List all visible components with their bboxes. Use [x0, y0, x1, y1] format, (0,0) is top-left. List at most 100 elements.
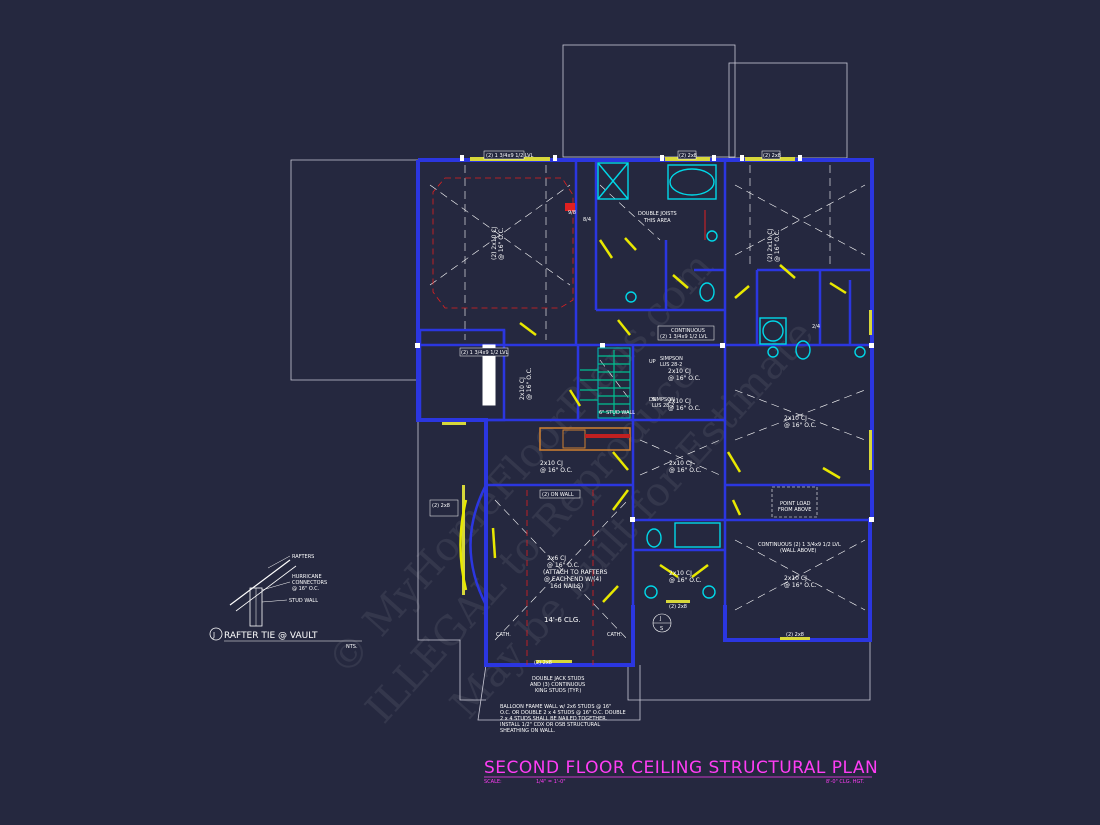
simpson-2-a: SIMPSON: [652, 397, 675, 403]
balloon-note-4: INSTALL 1/2" CDX OR OSB STRUCTURAL: [500, 722, 600, 728]
simpson-2-b: LUS 28-2: [652, 403, 674, 409]
continuous-top-2: (2) 1 3/4x9 1/2 LVL: [660, 334, 708, 340]
simpson-1-a: SIMPSON: [660, 356, 683, 362]
column-posts: [415, 155, 874, 522]
ceiling-height-note: 14'-6 CLG.: [544, 616, 580, 624]
detail-marker: J: [212, 631, 215, 639]
detail-label-rafters: RAFTERS: [292, 554, 314, 560]
cj-callout-c-1: 2x10 CJ: [519, 377, 526, 400]
continuous-right-2: (WALL ABOVE): [780, 548, 816, 554]
cj-callout-h-1: 2x10 CJ: [540, 460, 563, 467]
toilet: [646, 528, 662, 548]
cj-callout-f-2: @ 16" O.C.: [784, 422, 817, 429]
cj-callout-a-1: (2) 2x10 CJ: [491, 226, 498, 260]
balloon-note-5: SHEATHING ON WALL.: [500, 728, 556, 734]
cj-callout-h-2: @ 16" O.C.: [540, 467, 573, 474]
vault-callout-4: @ EACH END W/(4): [544, 576, 602, 583]
sink: [625, 291, 637, 303]
rafter-tie-detail: RAFTERS HURRICANE CONNECTORS @ 16" O.C. …: [209, 554, 362, 650]
kitchenette-counter: [539, 427, 631, 451]
detail-label-hurricane: HURRICANE: [292, 574, 322, 580]
header-mid-left: (2) 1 3/4x9 1/2 LVL: [461, 350, 509, 356]
cj-callout-a-2: @ 16" O.C.: [498, 227, 505, 260]
ratio-1: 8/4: [583, 217, 591, 223]
scale-label: SCALE:: [484, 779, 502, 785]
tub: [669, 168, 715, 196]
header-center: (2) 2x8: [669, 604, 687, 610]
continuous-top-1: CONTINUOUS: [671, 328, 705, 334]
stairs: [580, 347, 631, 419]
tub: [759, 317, 787, 345]
drawing-title: SECOND FLOOR CEILING STRUCTURAL PLAN: [484, 758, 878, 778]
point-load-1: POINT LOAD: [780, 501, 811, 507]
point-load-2: FROM ABOVE: [778, 507, 811, 513]
header-bottom-right: (2) 2x8: [786, 632, 804, 638]
header-labels: (2) 1 3/4x9 1/2 LVL (2) 2x8 (2) 2x8 (2) …: [429, 150, 804, 666]
detail-label-spacing: @ 16" O.C.: [292, 586, 320, 592]
detail-nts: NTS.: [346, 644, 358, 650]
cj-callout-i-1: 2x10 CJ: [669, 570, 692, 577]
section-marker-sheet: S: [660, 626, 663, 632]
fixtures: [539, 162, 866, 599]
stud-wall-note: 6" STUD WALL: [599, 410, 635, 416]
cj-callout-c-2: @ 16" O.C.: [526, 367, 533, 400]
joist-callouts: (2) 2x10 CJ @ 16" O.C. (2) 2x10 CJ @ 16"…: [491, 226, 817, 590]
header-top-right: (2) 2x8: [763, 153, 781, 159]
double-jack-2: AND (3) CONTINUOUS: [530, 682, 585, 688]
detail-title: RAFTER TIE @ VAULT: [224, 631, 318, 641]
cj-callout-f-1: 2x10 CJ: [784, 415, 807, 422]
red-marker: [565, 203, 575, 211]
header-on-wall: (2) ON WALL: [542, 492, 574, 498]
header-vault-side: (2) 2x8: [432, 503, 450, 509]
stair-up: UP: [649, 359, 656, 365]
header-top-left: (2) 1 3/4x9 1/2 LVL: [486, 153, 534, 159]
double-jack-1: DOUBLE JACK STUDS: [532, 676, 584, 682]
vault-callout-2: @ 16" O.C.: [547, 562, 580, 569]
shower: [597, 162, 629, 200]
balloon-note-2: O.C. OR DOUBLE 2 x 4 STUDS @ 16" O.C. DO…: [500, 710, 626, 716]
cj-callout-e-2: @ 16" O.C.: [668, 405, 701, 412]
tub: [674, 522, 721, 548]
cj-callout-i-2: @ 16" O.C.: [669, 577, 702, 584]
vault-lines: [432, 177, 706, 665]
title-block: SECOND FLOOR CEILING STRUCTURAL PLAN SCA…: [484, 758, 878, 785]
cj-callout-d-1: 2x10 CJ: [668, 368, 691, 375]
cj-callout-i2-1: 2x10 CJ: [784, 575, 807, 582]
stair-down: DN: [649, 397, 657, 403]
cj-callout-i2-2: @ 16" O.C.: [784, 582, 817, 589]
balloon-note-3: 2 x 4 STUDS SHALL BE NAILED TOGETHER.: [500, 716, 608, 722]
scale-value: 1/4" = 1'-0": [536, 779, 566, 785]
simpson-1-b: LUS 28-2: [660, 362, 682, 368]
continuous-right-1: CONTINUOUS (2) 1 3/4x9 1/2 LVL: [758, 542, 841, 548]
cath-left: CATH.: [496, 632, 511, 638]
joist-lines: [429, 165, 866, 641]
cj-callout-g-2: @ 16" O.C.: [669, 467, 702, 474]
roof-outline: [290, 44, 871, 721]
ceiling-height: 8'-0" CLG. HGT.: [826, 779, 865, 785]
doors: [459, 237, 847, 603]
cj-callout-d-2: @ 16" O.C.: [668, 375, 701, 382]
double-jack-3: KING STUDS (TYP.): [535, 688, 581, 694]
detail-marker-circle: [209, 627, 223, 641]
cath-right: CATH.: [607, 632, 622, 638]
plan-notes: DOUBLE JOISTS THIS AREA CONTINUOUS (2) 1…: [496, 210, 841, 734]
section-marker-num: J: [659, 616, 661, 622]
detail-label-stud-wall: STUD WALL: [289, 598, 318, 604]
ratio-3: 2/4: [812, 324, 820, 330]
cj-callout-b-1: (2) 2x10 CJ: [767, 228, 774, 262]
vault-callout-3: (ATTACH TO RAFTERS: [543, 569, 608, 576]
cj-callout-b-2: @ 16" O.C.: [774, 229, 781, 262]
header-top-mid: (2) 2x8: [679, 153, 697, 159]
toilet: [699, 282, 715, 302]
sink: [706, 230, 718, 242]
toilet: [795, 340, 811, 360]
vault-callout-1: 2x6 CJ: [547, 555, 566, 562]
detail-label-connectors: CONNECTORS: [292, 580, 327, 586]
vault-callout-5: 16d NAILS): [550, 583, 583, 590]
header-bottom-center: (2) 2x8: [534, 660, 552, 666]
ratio-2: 9/8: [568, 210, 576, 216]
double-joists-1: DOUBLE JOISTS: [638, 211, 677, 217]
cj-callout-g-1: 2x10 CJ: [669, 460, 692, 467]
double-joists-2: THIS AREA: [643, 218, 671, 224]
